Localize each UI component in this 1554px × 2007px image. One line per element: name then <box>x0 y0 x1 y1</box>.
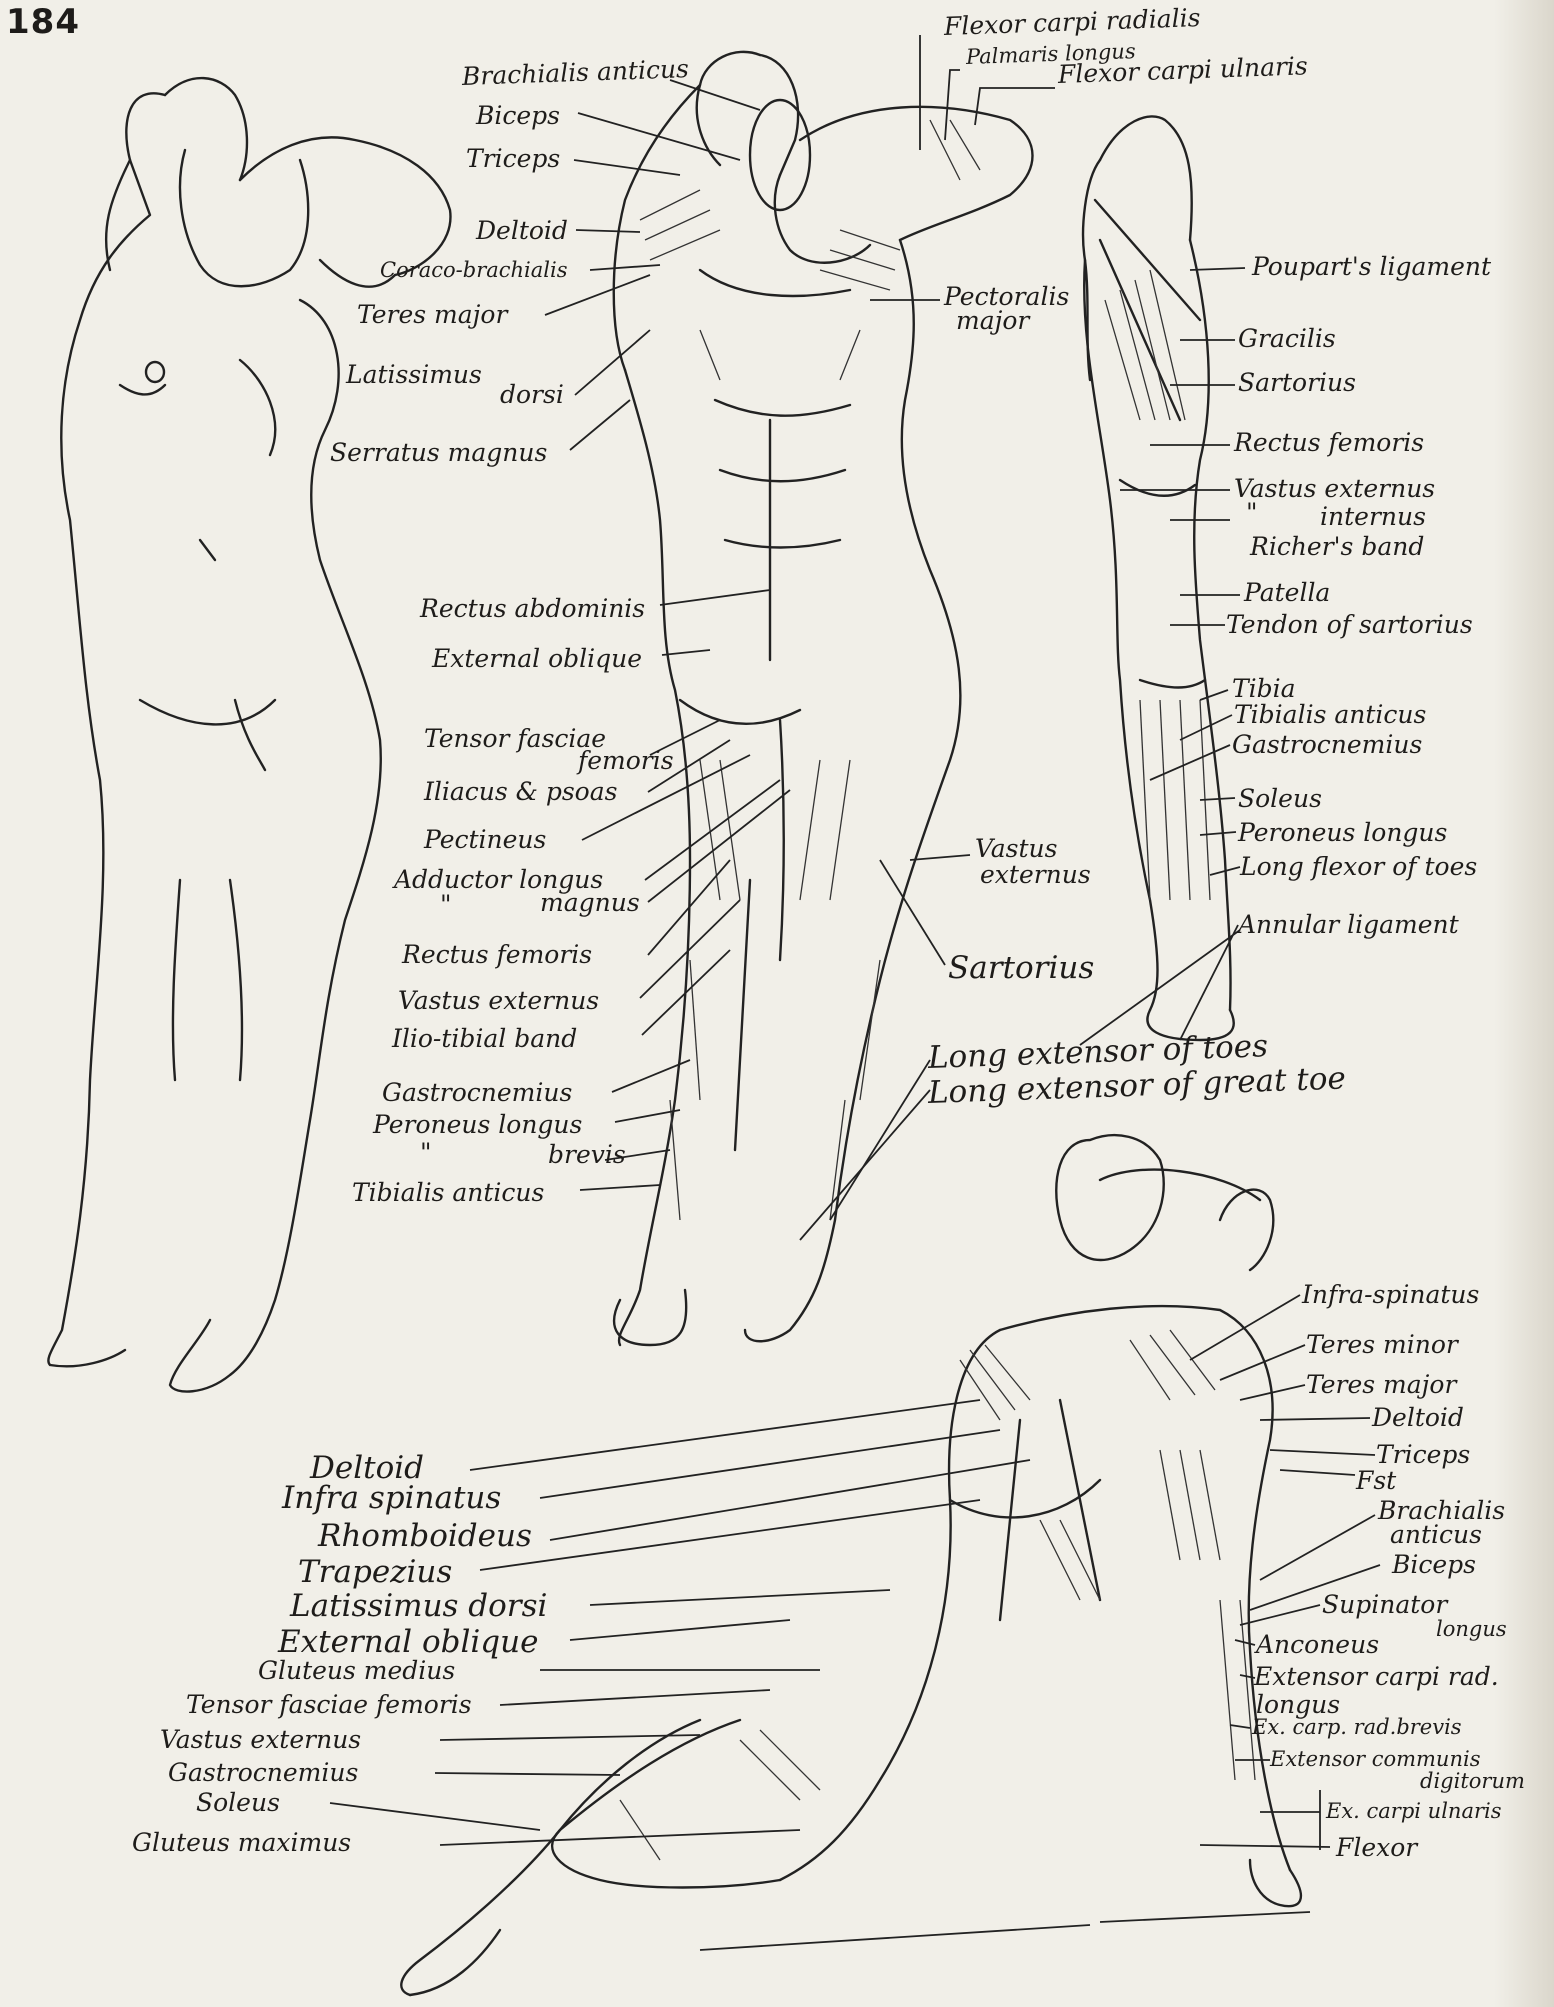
label-ilio-tibial-band: Ilio-tibial band <box>392 1026 577 1052</box>
label-coraco-brachialis: Coraco-brachialis <box>380 259 568 281</box>
back-figure-muscle-hatching <box>620 1330 1255 1860</box>
label-iliacus-psoas: Iliacus & psoas <box>424 779 617 805</box>
label-external-oblique-back: External oblique <box>278 1626 538 1658</box>
figure-leg-muscles <box>1083 116 1234 1040</box>
label-tibia: Tibia <box>1232 676 1296 702</box>
leg-muscle-hatching <box>1105 270 1210 900</box>
label-tensor-fasciae-femoris: Tensor fasciae femoris <box>186 1692 472 1718</box>
label-latissimus-1: Latissimus <box>346 362 482 388</box>
ground-line <box>700 1912 1310 1950</box>
label-supinator-1: Supinator <box>1322 1592 1447 1618</box>
label-ext-communis-2: digitorum <box>1420 1770 1525 1792</box>
label-fst: Fst <box>1356 1468 1396 1494</box>
label-pouparts-ligament: Poupart's ligament <box>1252 254 1491 280</box>
label-serratus-magnus: Serratus magnus <box>330 440 547 466</box>
label-flexor: Flexor <box>1336 1835 1417 1861</box>
label-internus: internus <box>1320 504 1426 530</box>
label-sartorius-leg: Sartorius <box>1238 370 1356 396</box>
label-tendon-sartorius: Tendon of sartorius <box>1226 612 1473 638</box>
label-brevis-ditto: " <box>420 1140 432 1166</box>
label-ext-carpi-rad-longus-1: Extensor carpi rad. <box>1254 1664 1499 1690</box>
label-adductor-magnus-ditto: " <box>440 892 452 918</box>
label-internus-ditto: " <box>1246 500 1258 526</box>
label-soleus-leg: Soleus <box>1238 786 1322 812</box>
label-infra-spinatus-left: Infra spinatus <box>282 1482 501 1514</box>
label-gluteus-maximus: Gluteus maximus <box>132 1830 351 1856</box>
label-teres-minor: Teres minor <box>1306 1332 1458 1358</box>
label-rectus-abdominis: Rectus abdominis <box>420 596 645 622</box>
label-trapezius: Trapezius <box>298 1556 452 1588</box>
label-sartorius-front: Sartorius <box>948 952 1094 984</box>
label-latissimus-dorsi: Latissimus dorsi <box>290 1590 547 1622</box>
label-gluteus-medius: Gluteus medius <box>258 1658 455 1684</box>
label-vastus-2: externus <box>980 862 1091 888</box>
label-ext-carp-rad-brevis: Ex. carp. rad.brevis <box>1252 1716 1462 1738</box>
label-tibialis-anticus-leg: Tibialis anticus <box>1234 702 1426 728</box>
label-vastus-externus: Vastus externus <box>398 988 599 1014</box>
label-tensor-fasciae-2: femoris <box>578 748 674 774</box>
label-vastus-externus-back: Vastus externus <box>160 1727 361 1753</box>
label-peroneus-longus-leg: Peroneus longus <box>1238 820 1447 846</box>
label-tibialis-anticus: Tibialis anticus <box>352 1180 544 1206</box>
label-triceps-back: Triceps <box>1376 1442 1470 1468</box>
label-supinator-2: longus <box>1436 1618 1507 1640</box>
label-adductor-magnus: magnus <box>540 890 640 916</box>
label-annular-ligament: Annular ligament <box>1238 912 1459 938</box>
label-gastrocnemius: Gastrocnemius <box>382 1080 572 1106</box>
label-external-oblique: External oblique <box>432 646 642 672</box>
figure-front-muscles <box>614 52 1033 1345</box>
label-biceps-back: Biceps <box>1392 1552 1476 1578</box>
label-patella: Patella <box>1244 580 1330 606</box>
label-vastus-1: Vastus <box>975 836 1057 862</box>
label-ext-communis-1: Extensor communis <box>1270 1748 1480 1770</box>
label-infra-spinatus-right: Infra-spinatus <box>1302 1282 1479 1308</box>
label-rhomboideus: Rhomboideus <box>318 1520 532 1552</box>
label-latissimus-2: dorsi <box>500 382 564 408</box>
label-teres-major-back: Teres major <box>1306 1372 1456 1398</box>
label-brevis: brevis <box>548 1142 626 1168</box>
label-gastrocnemius-back: Gastrocnemius <box>168 1760 358 1786</box>
figure-seated-back <box>401 1135 1301 1995</box>
label-soleus-back: Soleus <box>196 1790 280 1816</box>
label-gastrocnemius-leg: Gastrocnemius <box>1232 732 1422 758</box>
label-biceps: Biceps <box>476 103 560 129</box>
label-deltoid-back-right: Deltoid <box>1372 1405 1464 1431</box>
label-pectineus: Pectineus <box>424 827 546 853</box>
label-vastus-externus-leg: Vastus externus <box>1234 476 1435 502</box>
label-brachialis-2: anticus <box>1390 1522 1482 1548</box>
label-rectus-femoris-leg: Rectus femoris <box>1234 430 1424 456</box>
label-anconeus: Anconeus <box>1256 1632 1379 1658</box>
label-deltoid: Deltoid <box>476 218 568 244</box>
label-pectoralis-2: major <box>956 308 1029 334</box>
label-ex-carpi-ulnaris: Ex. carpi ulnaris <box>1326 1800 1502 1822</box>
label-gracilis: Gracilis <box>1238 326 1336 352</box>
label-peroneus-longus: Peroneus longus <box>373 1112 582 1138</box>
label-long-flexor-toes: Long flexor of toes <box>1240 854 1477 880</box>
label-triceps: Triceps <box>466 146 560 172</box>
label-richers-band: Richer's band <box>1250 534 1424 560</box>
label-rectus-femoris: Rectus femoris <box>402 942 592 968</box>
label-teres-major: Teres major <box>357 302 507 328</box>
